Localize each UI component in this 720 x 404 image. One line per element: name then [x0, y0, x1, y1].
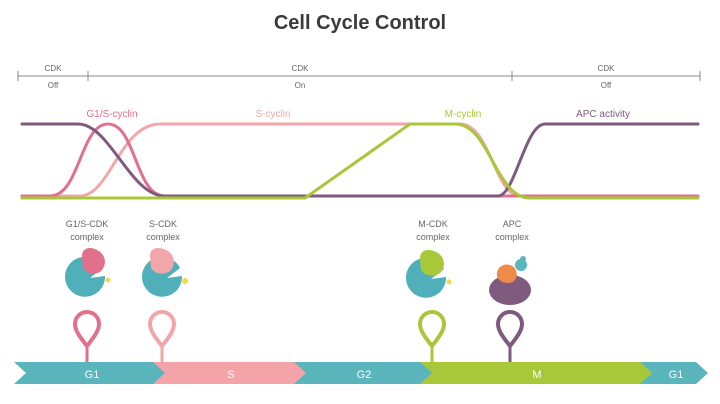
curve-label-s-cyclin: S-cyclin	[255, 109, 290, 120]
phase-segment-g1	[14, 362, 167, 384]
complex-label-m-cdk-sub: complex	[416, 232, 450, 242]
complex-label-g1s-cdk-sub: complex	[70, 232, 104, 242]
curve-label-apc-activity: APC activity	[576, 109, 630, 120]
m-pin-icon	[417, 310, 447, 362]
m-cdk-complex-icon	[406, 250, 452, 298]
curve-apc-activity	[20, 122, 700, 198]
g1s-pin-icon	[72, 310, 102, 362]
cdk-state-value: Off	[601, 81, 612, 90]
diagram-title: Cell Cycle Control	[274, 12, 446, 34]
curve-s-cyclin	[20, 122, 700, 198]
phase-label-s: S	[227, 369, 234, 381]
phase-segment-m	[420, 362, 654, 384]
cdk-state-scale: CDK Off CDK On CDK Off	[17, 64, 701, 90]
complex-label-g1s-cdk: G1/S-CDK	[66, 219, 109, 229]
cdk-state-value: On	[295, 81, 306, 90]
phase-segment-g1-next	[640, 362, 708, 384]
curve-label-g1s-cyclin: G1/S-cyclin	[86, 109, 137, 120]
curve-g1s-cyclin	[20, 122, 700, 198]
phase-label-g2: G2	[357, 369, 372, 381]
activity-curves	[20, 122, 700, 200]
phase-label-g1: G1	[85, 369, 100, 381]
phase-segment-g2	[294, 362, 434, 384]
curve-m-cyclin	[20, 122, 700, 200]
complex-label-m-cdk: M-CDK	[418, 219, 448, 229]
complex-label-apc: APC	[503, 219, 522, 229]
apc-complex-icon	[489, 256, 531, 305]
phase-bar: G1 S G2 M G1	[14, 362, 708, 384]
phase-label-m: M	[532, 369, 541, 381]
apc-pin-icon	[495, 310, 525, 362]
s-pin-icon	[147, 310, 177, 362]
curve-label-m-cyclin: M-cyclin	[445, 109, 482, 120]
cdk-state-label: CDK	[598, 64, 616, 73]
complex-label-s-cdk: S-CDK	[149, 219, 177, 229]
complex-label-s-cdk-sub: complex	[146, 232, 180, 242]
complex-label-apc-sub: complex	[495, 232, 529, 242]
cdk-state-label: CDK	[292, 64, 310, 73]
s-cdk-complex-icon	[142, 248, 188, 297]
cdk-state-label: CDK	[45, 64, 63, 73]
phase-label-g1-next: G1	[669, 369, 684, 381]
g1s-cdk-complex-icon	[65, 248, 111, 297]
phase-segment-s	[153, 362, 308, 384]
cdk-state-value: Off	[48, 81, 59, 90]
